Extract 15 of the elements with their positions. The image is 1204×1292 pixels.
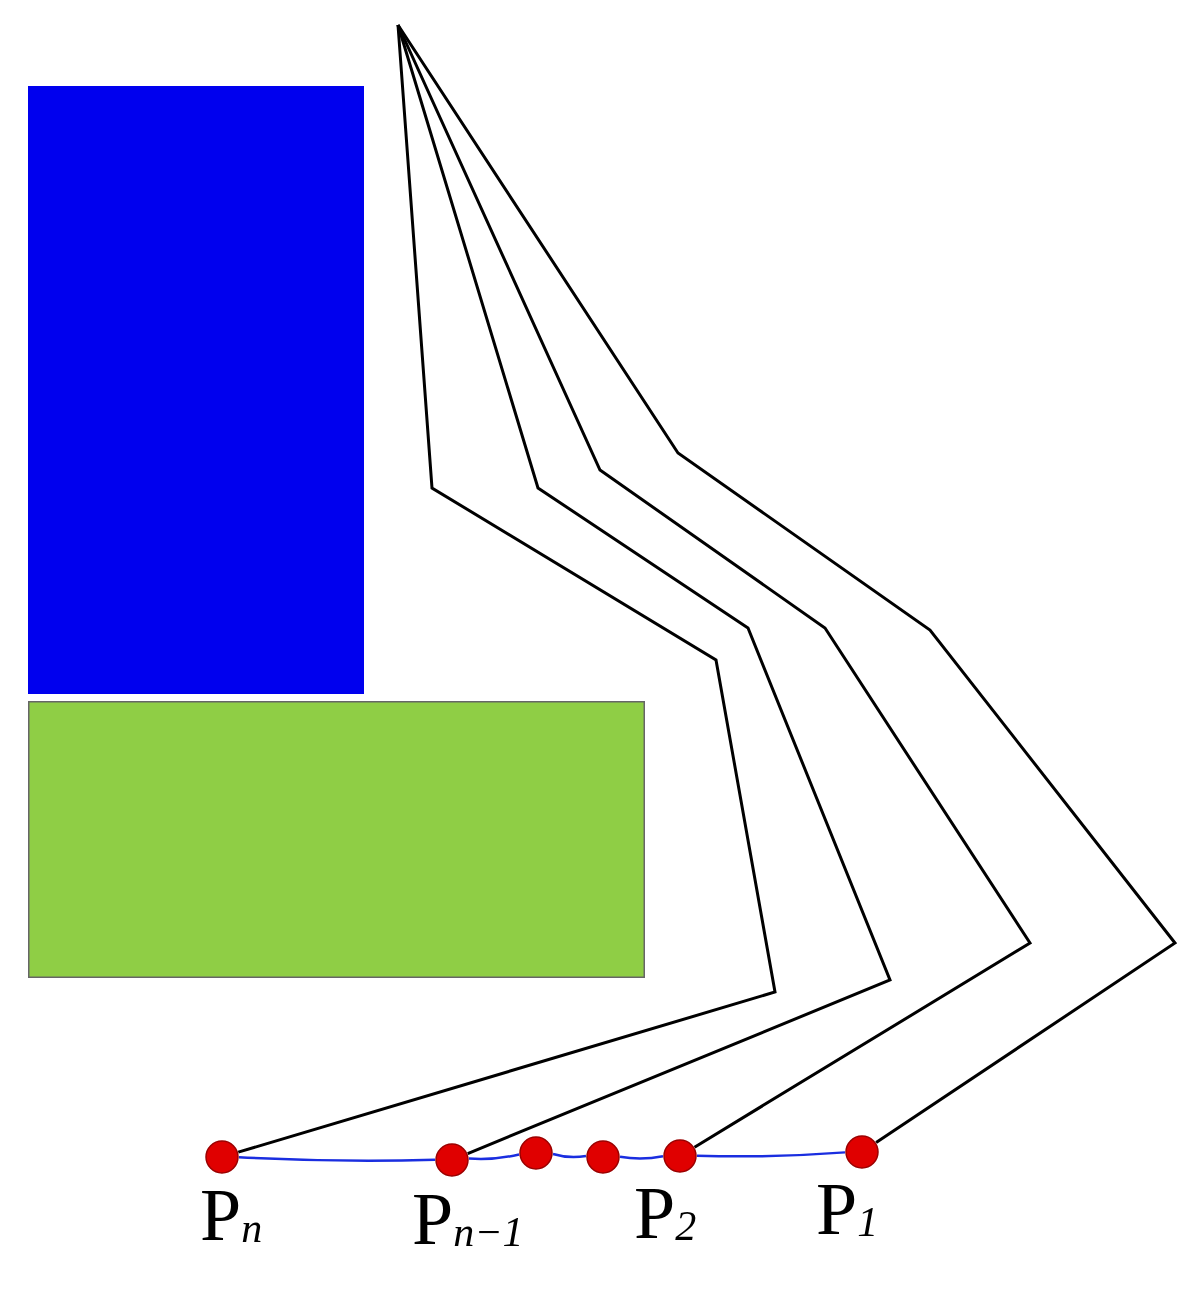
- obstacle-block: [28, 701, 645, 978]
- point-marker: [519, 1136, 553, 1170]
- path-line: [396, 24, 1178, 1144]
- curve-segment: [468, 1153, 520, 1161]
- curve-segment: [619, 1155, 664, 1160]
- obstacle-block: [28, 86, 364, 694]
- point-marker: [205, 1140, 239, 1174]
- curve-segment: [696, 1151, 846, 1158]
- curve-segment: [238, 1155, 436, 1162]
- path-line: [396, 24, 1033, 1149]
- point-marker: [845, 1135, 879, 1169]
- point-marker: [435, 1143, 469, 1177]
- curve-segment: [552, 1152, 587, 1159]
- point-marker: [663, 1139, 697, 1173]
- point-marker: [586, 1140, 620, 1174]
